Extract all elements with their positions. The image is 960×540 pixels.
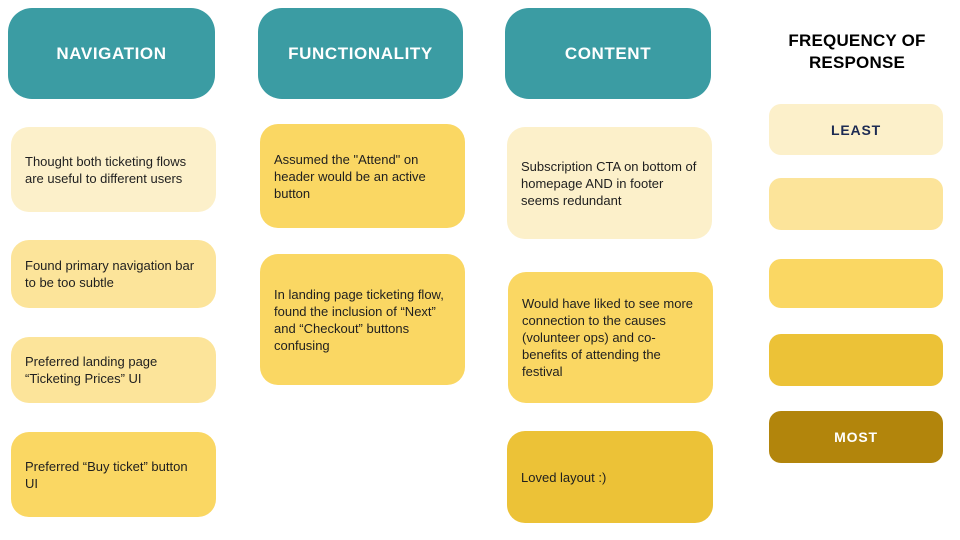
sticky-note-navigation-2[interactable]: Found primary navigation bar to be too s…	[11, 240, 216, 308]
sticky-note-content-3[interactable]: Loved layout :)	[507, 431, 713, 523]
sticky-note-functionality-1[interactable]: Assumed the "Attend" on header would be …	[260, 124, 465, 228]
column-header-navigation[interactable]: NAVIGATION	[8, 8, 215, 99]
sticky-note-content-1[interactable]: Subscription CTA on bottom of homepage A…	[507, 127, 712, 239]
legend-swatch-most[interactable]: MOST	[769, 411, 943, 463]
column-header-content-label: CONTENT	[564, 43, 652, 63]
column-header-functionality-label: FUNCTIONALITY	[288, 43, 433, 63]
sticky-note-text: Preferred “Buy ticket” button UI	[25, 458, 188, 491]
sticky-note-text: Loved layout :)	[521, 469, 607, 485]
sticky-note-navigation-1[interactable]: Thought both ticketing flows are useful …	[11, 127, 216, 212]
column-header-content[interactable]: CONTENT	[505, 8, 711, 99]
sticky-note-content-2[interactable]: Would have liked to see more connection …	[508, 272, 713, 403]
column-header-functionality[interactable]: FUNCTIONALITY	[258, 8, 463, 99]
sticky-note-text: Subscription CTA on bottom of homepage A…	[521, 158, 697, 208]
sticky-note-navigation-3[interactable]: Preferred landing page “Ticketing Prices…	[11, 337, 216, 403]
sticky-note-text: In landing page ticketing flow, found th…	[274, 286, 444, 353]
sticky-note-text: Found primary navigation bar to be too s…	[25, 258, 195, 290]
legend-swatch-label: MOST	[834, 429, 878, 445]
sticky-note-text: Would have liked to see more connection …	[522, 296, 694, 379]
legend-swatch-2[interactable]	[769, 178, 943, 230]
legend-swatch-label: LEAST	[831, 121, 881, 138]
legend-title: FREQUENCY OF RESPONSE	[788, 31, 926, 72]
legend-swatch-least[interactable]: LEAST	[769, 104, 943, 155]
sticky-note-text: Thought both ticketing flows are useful …	[25, 153, 187, 186]
legend-swatch-3[interactable]	[769, 259, 943, 308]
sticky-note-text: Assumed the "Attend" on header would be …	[274, 151, 426, 201]
sticky-note-navigation-4[interactable]: Preferred “Buy ticket” button UI	[11, 432, 216, 517]
sticky-note-text: Preferred landing page “Ticketing Prices…	[25, 354, 158, 386]
column-header-navigation-label: NAVIGATION	[56, 43, 167, 63]
sticky-note-functionality-2[interactable]: In landing page ticketing flow, found th…	[260, 254, 465, 385]
legend-swatch-4[interactable]	[769, 334, 943, 386]
